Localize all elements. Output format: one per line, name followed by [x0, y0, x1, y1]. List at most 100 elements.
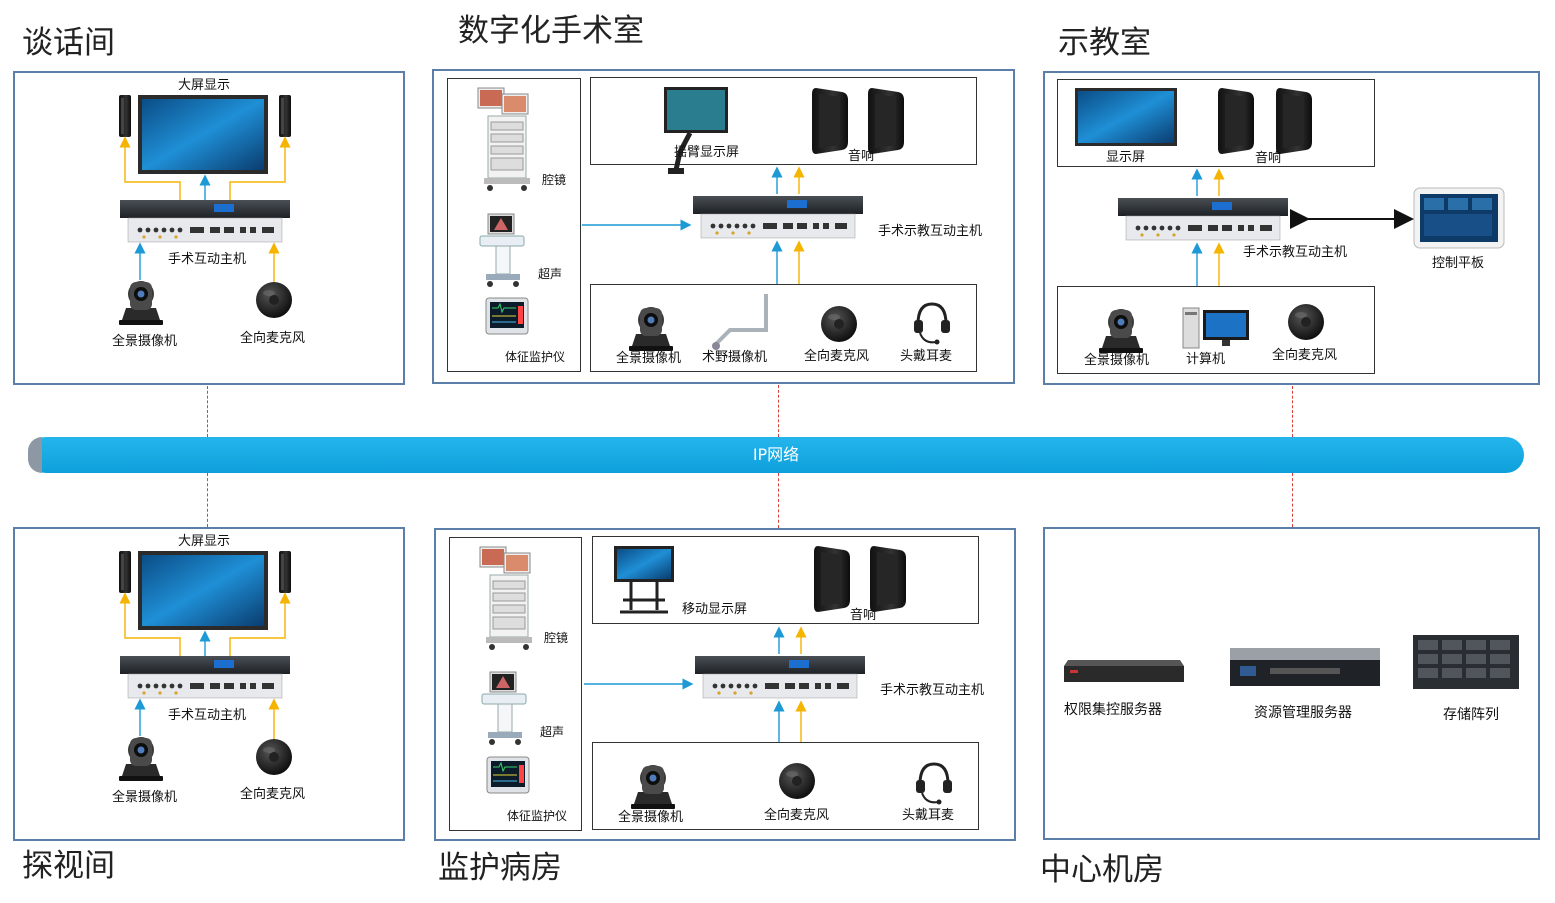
ward-host-label: 手术示教互动主机: [880, 683, 985, 698]
teaching-input-group: [1057, 286, 1375, 374]
ward-mobile-display-icon: [614, 546, 674, 614]
teaching-display-label: 显示屏: [1106, 150, 1146, 165]
ward-speaker-right-icon: [870, 546, 906, 612]
talk-camera-label: 全景摄像机: [112, 334, 178, 349]
surgery-laparoscope-icon: [477, 87, 531, 192]
link-talk: [207, 386, 208, 437]
ward-monitor-label: 体征监护仪: [507, 809, 568, 823]
link-visit: [207, 473, 208, 527]
ward-speaker-label: 音响: [850, 608, 877, 623]
resource-server-icon: [1230, 648, 1380, 686]
teaching-host-icon: [1117, 197, 1289, 241]
teaching-speaker-right-icon: [1276, 88, 1312, 154]
surgery-speaker-left-icon: [812, 88, 848, 154]
room-title-teaching: 示教室: [1058, 25, 1151, 61]
surgery-field-camera-icon: [712, 294, 768, 350]
room-title-surgery: 数字化手术室: [458, 13, 644, 49]
teaching-mic-icon: [1288, 304, 1324, 340]
ward-output-group: [592, 536, 979, 624]
link-surgery: [778, 385, 779, 437]
surgery-mic-label: 全向麦克风: [804, 349, 870, 364]
surgery-medical-group: [447, 78, 581, 372]
surgery-arm-display-label: 摇臂显示屏: [674, 145, 740, 160]
talk-mic-label: 全向麦克风: [240, 331, 306, 346]
surgery-output-group: [590, 77, 977, 165]
room-box-surgery: [432, 69, 1015, 384]
talk-camera-icon: [119, 281, 163, 325]
ip-network-label: IP网络: [752, 445, 800, 464]
ward-vital-monitor-icon: [486, 756, 530, 794]
ward-speaker-left-icon: [814, 546, 850, 612]
ward-input-group: [592, 742, 979, 830]
ward-camera-label: 全景摄像机: [618, 810, 684, 825]
visit-screen-label: 大屏显示: [178, 534, 231, 549]
ward-mic-label: 全向麦克风: [764, 808, 830, 823]
teaching-tablet-label: 控制平板: [1432, 256, 1485, 271]
visit-screen-icon: [138, 551, 268, 630]
teaching-tablet-icon: [1413, 187, 1505, 249]
ward-laparoscope-icon: [479, 546, 533, 651]
talk-host-label: 手术互动主机: [168, 252, 247, 267]
ward-ultrasound-icon: [481, 671, 527, 746]
visit-host-icon: [119, 655, 291, 699]
room-title-visit: 探视间: [22, 848, 115, 884]
surgery-mic-icon: [821, 306, 857, 342]
storage-array-label: 存储阵列: [1443, 707, 1499, 723]
visit-mic-icon: [256, 739, 292, 775]
ward-mic-icon: [779, 763, 815, 799]
visit-mic-label: 全向麦克风: [240, 787, 306, 802]
surgery-ultrasound-icon: [479, 213, 525, 288]
surgery-headset-label: 头戴耳麦: [900, 349, 953, 364]
teaching-output-group: [1057, 79, 1375, 167]
surgery-host-icon: [692, 195, 864, 239]
surgery-input-group: [590, 284, 977, 372]
ward-laparoscope-label: 腔镜: [544, 631, 569, 645]
surgery-headset-icon: [912, 302, 952, 346]
surgery-field-camera-label: 术野摄像机: [702, 350, 768, 365]
surgery-host-label: 手术示教互动主机: [878, 224, 983, 239]
room-title-talk: 谈话间: [22, 25, 115, 61]
visit-speaker-left-icon: [119, 551, 131, 593]
surgery-camera-label: 全景摄像机: [616, 351, 682, 366]
room-title-datacenter: 中心机房: [1040, 852, 1164, 888]
surgery-vital-monitor-icon: [485, 297, 529, 335]
surgery-speaker-label: 音响: [848, 149, 875, 164]
teaching-speaker-left-icon: [1218, 88, 1254, 154]
surgery-camera-icon: [629, 307, 673, 351]
auth-server-label: 权限集控服务器: [1064, 702, 1162, 718]
talk-mic-icon: [256, 282, 292, 318]
talk-speaker-left-icon: [119, 95, 131, 137]
teaching-mic-label: 全向麦克风: [1272, 348, 1338, 363]
room-title-ward: 监护病房: [438, 850, 562, 886]
visit-camera-label: 全景摄像机: [112, 790, 178, 805]
room-box-visit: [13, 527, 405, 841]
ward-host-icon: [694, 655, 866, 699]
teaching-computer-label: 计算机: [1186, 352, 1226, 367]
surgery-laparoscope-label: 腔镜: [542, 173, 567, 187]
talk-host-icon: [119, 199, 291, 243]
surgery-speaker-right-icon: [868, 88, 904, 154]
visit-camera-icon: [119, 737, 163, 781]
room-box-talk: [13, 71, 405, 385]
link-datacenter: [1292, 473, 1293, 527]
ward-headset-icon: [914, 762, 954, 806]
room-box-ward: [434, 528, 1016, 841]
ward-camera-icon: [631, 765, 675, 809]
ward-headset-label: 头戴耳麦: [902, 808, 955, 823]
ward-mobile-display-label: 移动显示屏: [682, 602, 748, 617]
storage-array-icon: [1413, 635, 1519, 689]
ward-medical-group: [449, 537, 582, 831]
teaching-camera-icon: [1099, 309, 1143, 353]
room-box-teaching: [1043, 71, 1540, 385]
link-ward: [778, 473, 779, 528]
surgery-arm-display-icon: [664, 87, 728, 174]
resource-server-label: 资源管理服务器: [1254, 705, 1352, 721]
ward-ultrasound-label: 超声: [540, 725, 565, 739]
teaching-display-icon: [1075, 88, 1177, 146]
talk-screen-icon: [138, 95, 268, 174]
surgery-ultrasound-label: 超声: [538, 267, 563, 281]
teaching-computer-icon: [1182, 307, 1249, 349]
talk-speaker-right-icon: [279, 95, 291, 137]
teaching-host-label: 手术示教互动主机: [1243, 245, 1348, 260]
